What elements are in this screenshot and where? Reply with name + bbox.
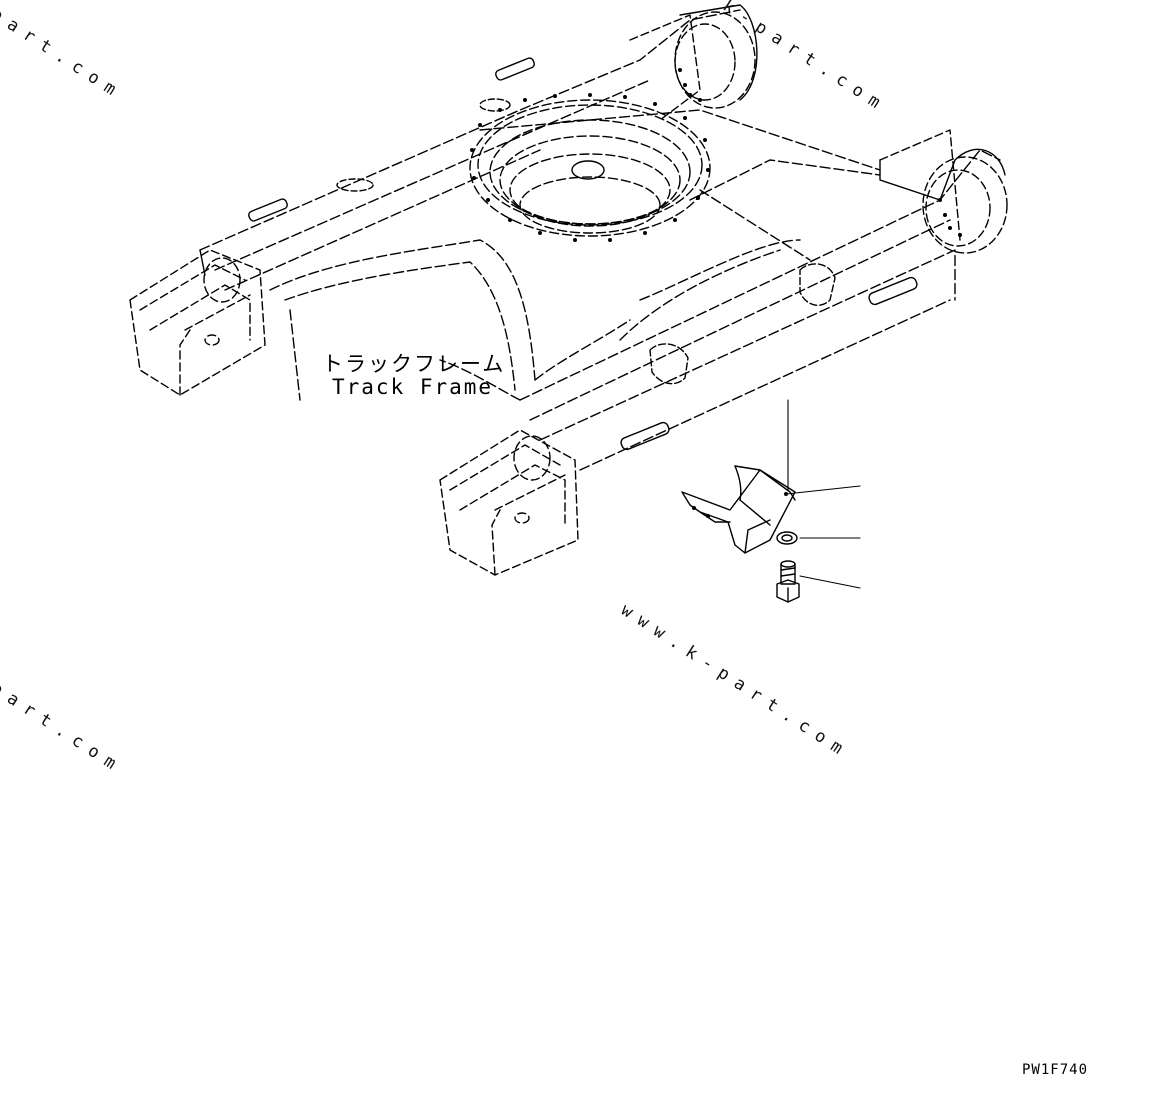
left-front-yoke [129, 249, 266, 396]
swing-circle [469, 99, 711, 237]
track-frame-outline [199, 9, 1001, 471]
rear-motor-mount-right [879, 129, 1008, 254]
rear-motor-mount-top [629, 11, 756, 121]
carrier-roller-brackets [248, 57, 918, 451]
guard-pads [649, 263, 836, 385]
part-label-japanese: トラックフレーム [322, 352, 506, 376]
center-hole [571, 160, 605, 180]
figure-code: PW1F740 [1022, 1062, 1089, 1078]
leader-lines [785, 399, 861, 589]
swing-circle-bolt-holes [470, 93, 710, 242]
rear-mount-bolt-holes [678, 68, 962, 237]
track-frame-contour [199, 4, 1006, 276]
part-label-english: Track Frame [332, 375, 494, 399]
right-front-yoke [439, 429, 579, 576]
track-guard-part [681, 465, 796, 554]
washer-part [776, 531, 798, 545]
bolt-part [776, 560, 800, 603]
